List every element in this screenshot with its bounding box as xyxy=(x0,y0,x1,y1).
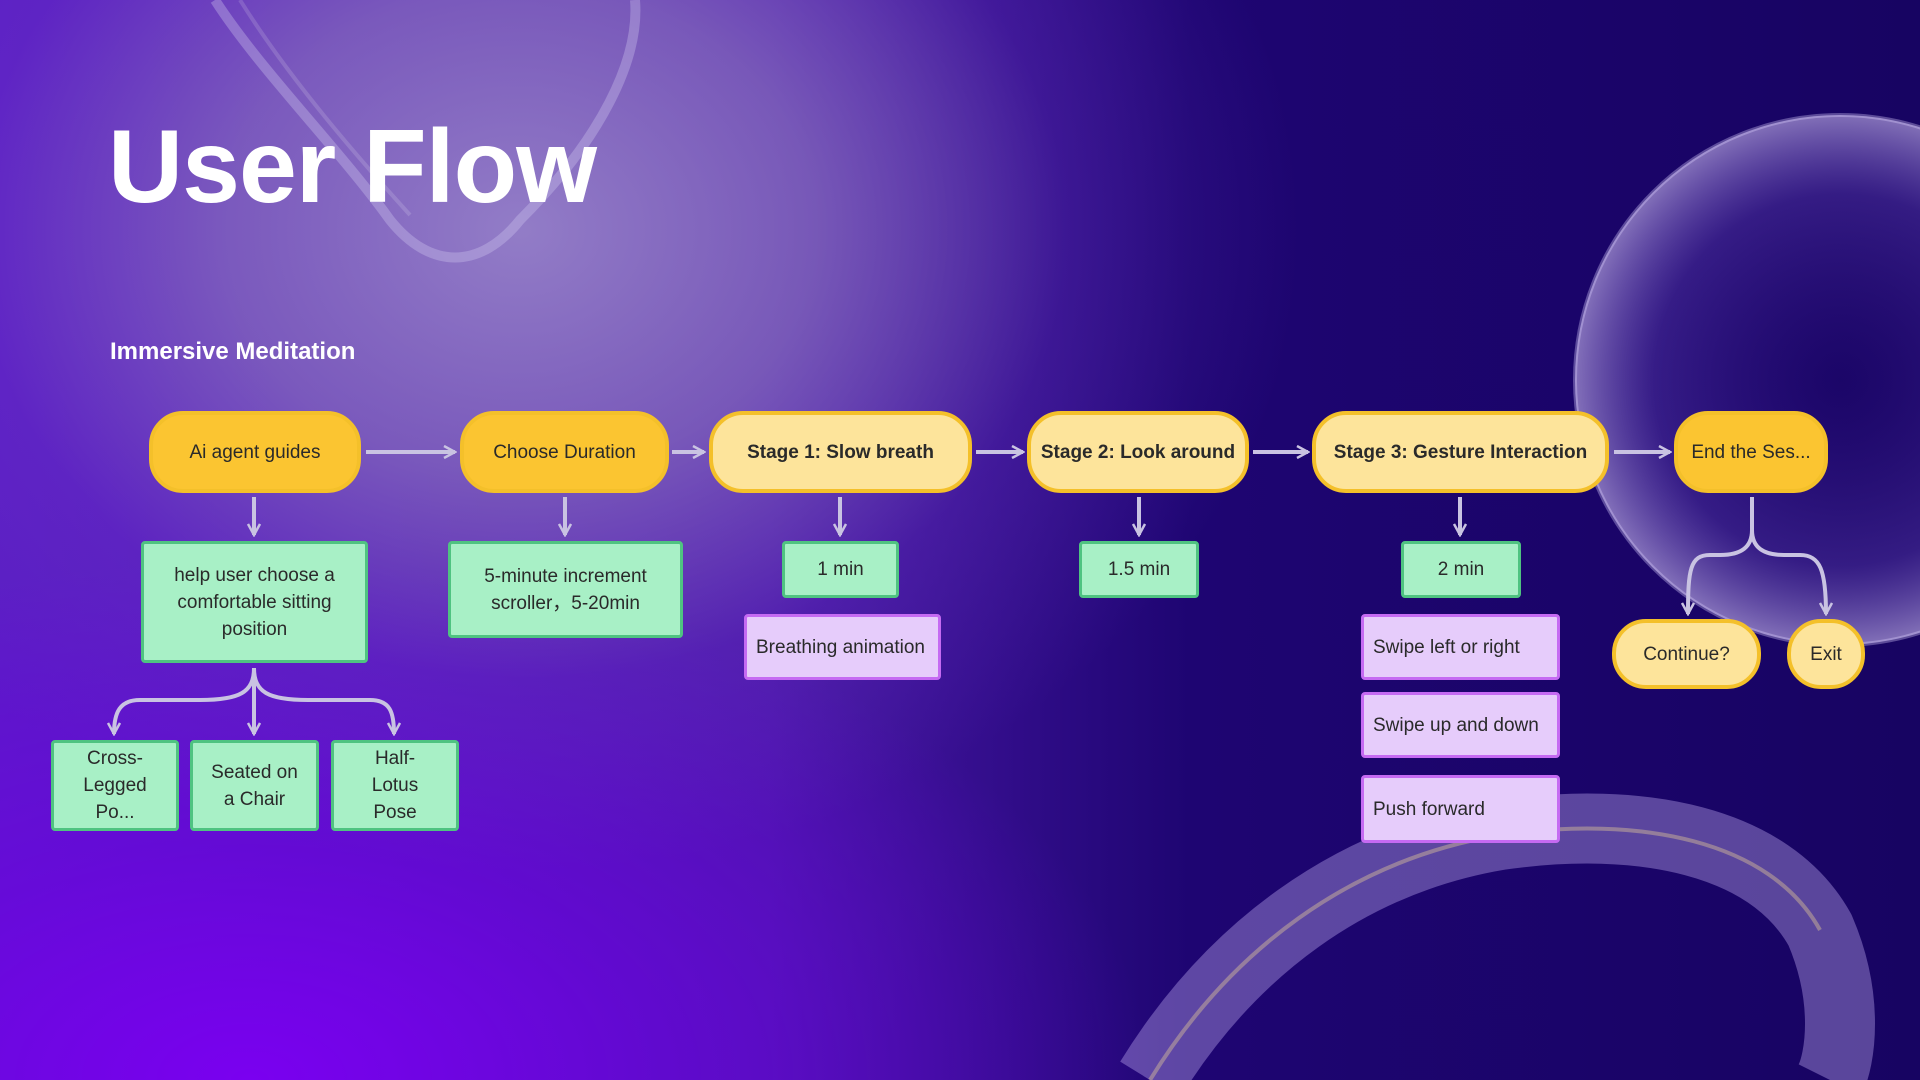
page-title: User Flow xyxy=(108,109,597,225)
node-continue: Continue? xyxy=(1612,619,1761,689)
node-exit: Exit xyxy=(1787,619,1865,689)
node-breathing-animation: Breathing animation xyxy=(744,614,941,680)
node-duration-scroller: 5-minute increment scroller，5-20min xyxy=(448,541,683,638)
node-sitting-help: help user choose a comfortable sitting p… xyxy=(141,541,368,663)
node-choose-duration: Choose Duration xyxy=(460,411,669,493)
node-push-forward: Push forward xyxy=(1361,775,1560,843)
node-stage-3-time: 2 min xyxy=(1401,541,1521,598)
node-stage-3: Stage 3: Gesture Interaction xyxy=(1312,411,1609,493)
node-swipe-up-down: Swipe up and down xyxy=(1361,692,1560,758)
node-end-session: End the Ses... xyxy=(1674,411,1828,493)
node-cross-legged: Cross-Legged Po... xyxy=(51,740,179,831)
node-swipe-left-right: Swipe left or right xyxy=(1361,614,1560,680)
node-seated-chair: Seated on a Chair xyxy=(190,740,319,831)
node-stage-1-time: 1 min xyxy=(782,541,899,598)
node-stage-2-time: 1.5 min xyxy=(1079,541,1199,598)
arrow-end-to-continue xyxy=(1688,497,1754,614)
arrow-sitting-to-lotus xyxy=(252,667,394,734)
arrow-end-to-exit xyxy=(1750,497,1826,614)
arrow-sitting-to-cross xyxy=(114,667,256,734)
flow-subtitle: Immersive Meditation xyxy=(110,338,356,365)
node-stage-1: Stage 1: Slow breath xyxy=(709,411,972,493)
node-half-lotus: Half-Lotus Pose xyxy=(331,740,459,831)
node-ai-agent-guides: Ai agent guides xyxy=(149,411,361,493)
node-stage-2: Stage 2: Look around xyxy=(1027,411,1249,493)
